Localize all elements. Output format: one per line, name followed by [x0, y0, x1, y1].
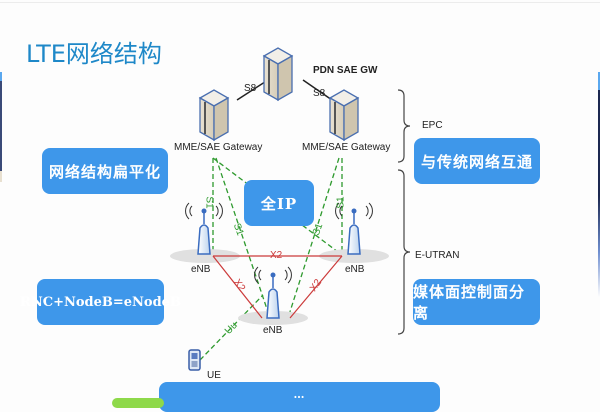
- enb-label: eNB: [191, 264, 211, 275]
- s1-link-label: S1: [203, 196, 215, 209]
- enb-shadow: [170, 249, 240, 263]
- callout-all-ip: 全IP: [244, 180, 314, 226]
- enb-antenna-icon: [335, 202, 373, 255]
- s1-link: [287, 157, 340, 319]
- x2-link: [212, 255, 263, 319]
- s8-link-right: [302, 79, 333, 101]
- network-diagram: [170, 47, 411, 371]
- pdn-gateway-label: PDN SAE GW: [313, 65, 378, 76]
- mme-gateway-label: MME/SAE Gateway: [302, 142, 391, 153]
- enb-label: eNB: [345, 264, 365, 275]
- enb-antenna-icon: [185, 202, 223, 255]
- enb-shadow: [319, 249, 389, 263]
- pdn-gateway-server-icon: [262, 47, 294, 102]
- s1-link-label: S1: [335, 196, 347, 209]
- enb-label: eNB: [263, 325, 283, 336]
- top-divider: [0, 2, 600, 3]
- ue-label: UE: [207, 370, 221, 381]
- x2-link: [289, 255, 343, 319]
- callout-rnc-nodeb: RNC+NodeB=eNodeB: [20, 279, 181, 325]
- mme-gateway-server-icon: [328, 89, 360, 142]
- callout-plane-separation: 媒体面控制面分离: [413, 279, 540, 325]
- epc-brace: [397, 89, 411, 163]
- s8-link-label: S8: [244, 83, 257, 94]
- ue-phone-icon: [188, 349, 201, 371]
- callout-flat-architecture: 网络结构扁平化: [42, 148, 168, 194]
- slide-title: LTE网络结构: [26, 40, 162, 68]
- callout-bottom: …: [159, 382, 440, 412]
- left-window-edge: [0, 72, 2, 182]
- x2-link-label: X2: [270, 250, 283, 261]
- green-indicator: [112, 398, 164, 408]
- epc-group-label: EPC: [422, 120, 443, 131]
- s8-link-left: [236, 79, 269, 101]
- right-window-edge: [598, 72, 600, 297]
- mme-gateway-server-icon: [198, 89, 230, 142]
- enb-antenna-icon: [254, 266, 292, 319]
- s1-link: [215, 157, 271, 319]
- eutran-group-label: E-UTRAN: [415, 250, 460, 261]
- eutran-brace: [397, 169, 411, 335]
- callout-legacy-interworking: 与传统网络互通: [414, 138, 540, 184]
- mme-gateway-label: MME/SAE Gateway: [174, 142, 263, 153]
- s8-link-label: S8: [313, 88, 326, 99]
